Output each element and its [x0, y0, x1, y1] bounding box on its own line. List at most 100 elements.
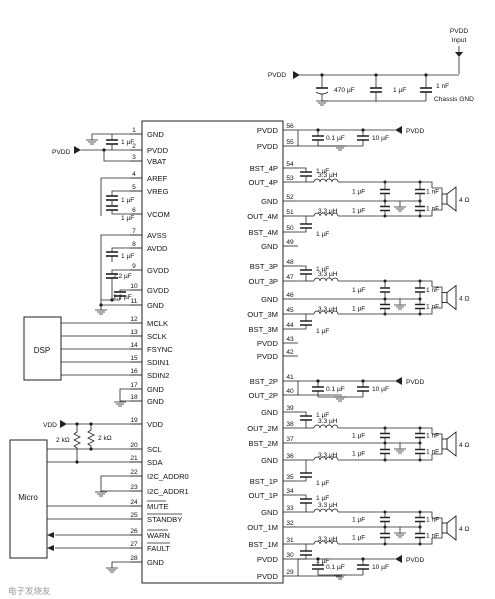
cap-0u1f-label: 0.1 µF [326, 564, 345, 571]
bst-net [298, 411, 307, 416]
junction [418, 180, 422, 184]
junction [418, 426, 422, 430]
speaker-net [432, 433, 443, 455]
left-supply-network: 1 µF PVDD 1 µF 1 µF 1 µF 2.2 µF 2.2 µF [52, 133, 142, 315]
pin-number: 15 [130, 355, 138, 362]
bst-net [298, 420, 307, 429]
pin-name: GND [147, 130, 164, 139]
pin-number: 30 [286, 552, 294, 559]
res-2k-label: 2 kΩ [98, 435, 112, 442]
cap-470uf-label: 470 µF [334, 87, 355, 94]
pin-name: SCLK [147, 332, 167, 341]
pin-name: OUT_4P [248, 178, 278, 187]
capacitor-icon [300, 415, 312, 421]
pin-number: 9 [132, 263, 136, 270]
inductor-icon [313, 456, 339, 461]
filter-cap-label: 1 µF [352, 208, 365, 215]
pin-name: GND [147, 558, 164, 567]
pin-number: 42 [286, 349, 294, 356]
pin-number: 35 [286, 474, 294, 481]
ground-icon [334, 145, 346, 151]
capacitor-icon [357, 564, 369, 570]
cap-1nf-label: 1 nF [436, 83, 449, 90]
pin-number: 25 [130, 512, 138, 519]
speaker-impedance-label: 4 Ω [459, 197, 469, 204]
inductor-icon [313, 424, 339, 429]
pin-name: OUT_2P [248, 391, 278, 400]
junction [383, 426, 387, 430]
out-net [338, 511, 433, 518]
pin-number: 36 [286, 453, 294, 460]
ground-icon [334, 396, 346, 402]
junction [418, 458, 422, 462]
speaker-cone-icon [446, 515, 457, 541]
ground-icon [334, 574, 346, 580]
inductor-label: 3.3 µH [318, 502, 338, 509]
pin-number: 8 [132, 241, 136, 248]
out-net [338, 308, 433, 315]
speaker-icon [441, 193, 448, 205]
warn-arrow-icon [47, 532, 54, 538]
capacitor-icon [312, 386, 324, 392]
res-2k-label: 2 kΩ [56, 437, 70, 444]
junction [383, 458, 387, 462]
capacitor-icon [415, 516, 425, 523]
junction [383, 180, 387, 184]
pin-number: 40 [286, 388, 294, 395]
pvdd-arrow-icon [395, 377, 402, 385]
bst-net [298, 503, 307, 513]
bst-net [298, 167, 307, 172]
inductor-icon [313, 508, 339, 513]
junction [418, 297, 422, 301]
pin-number: 22 [130, 469, 138, 476]
pvdd-net [297, 381, 342, 396]
ground-icon [95, 475, 142, 497]
pvdd-net [297, 559, 342, 577]
speaker-impedance-label: 4 Ω [459, 442, 469, 449]
micro-block: Micro [9, 439, 142, 559]
bst-cap-label: 1 µF [316, 266, 329, 273]
junction [383, 214, 387, 218]
chassis-gnd-label: Chassis GND [434, 96, 474, 103]
micro-label: Micro [18, 493, 38, 502]
pin-name: PVDD [257, 126, 279, 135]
inductor-label: 3.3 µH [318, 172, 338, 179]
pin-number: 13 [130, 329, 138, 336]
pin-name: VCOM [147, 210, 170, 219]
pin-name: OUT_3M [247, 310, 278, 319]
bst-net [298, 265, 307, 270]
pin-name: STANDBY [147, 515, 182, 524]
capacitor-icon [380, 532, 390, 539]
pin-name: I2C_ADDR1 [147, 487, 189, 496]
inductor-label: 3.3 µH [318, 271, 338, 278]
inductor-icon [313, 178, 339, 183]
filter-cap-label: 1 nF [426, 433, 439, 440]
pin-name: BST_3P [250, 262, 278, 271]
pin-number: 29 [286, 569, 294, 576]
pin-number: 5 [132, 184, 136, 191]
dsp-block: DSP [23, 316, 142, 381]
filter-cap-label: 1 nF [426, 533, 439, 540]
capacitor-icon [415, 205, 425, 212]
pin-number: 37 [286, 436, 294, 443]
pin-name: SDIN1 [147, 358, 169, 367]
junction [383, 199, 387, 203]
pin-number: 7 [132, 228, 136, 235]
pin-name: OUT_4M [247, 212, 278, 221]
pvdd-label: PVDD [406, 557, 425, 564]
pin-number: 50 [286, 225, 294, 232]
pin-number: 3 [132, 154, 136, 161]
pin-number: 20 [130, 442, 138, 449]
ground-icon [106, 561, 142, 573]
pin-number: 21 [130, 455, 138, 462]
capacitor-icon [415, 448, 425, 455]
pin-number: 10 [130, 283, 138, 290]
pin-name: BST_4M [248, 228, 278, 237]
pin-name: FAULT [147, 544, 170, 553]
pin-number: 46 [286, 292, 294, 299]
pin-name: OUT_1M [247, 523, 278, 532]
pin-number: 45 [286, 307, 294, 314]
pin-number: 34 [286, 488, 294, 495]
